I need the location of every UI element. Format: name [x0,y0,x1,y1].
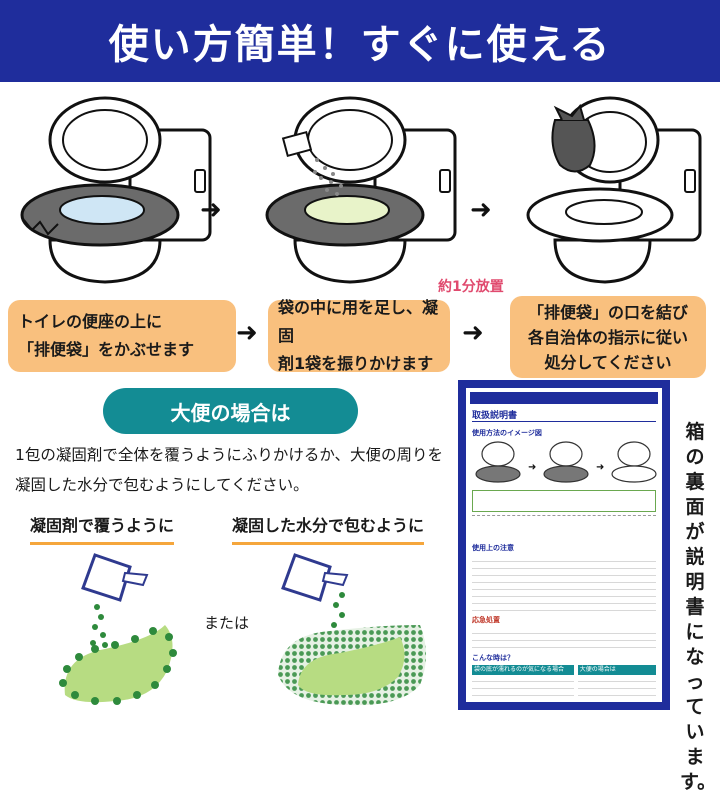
step-2-line-1: 袋の中に用を足し、凝固 [278,298,439,345]
manual-title: 取扱説明書 [472,408,656,422]
wrap-with-gel-illustration [278,553,426,706]
pour-coagulant-illustration [265,96,457,284]
manual-usage-heading: 使用方法のイメージ図 [472,429,542,437]
step-3-line-2: 各自治体の指示に従い [527,327,688,347]
svg-text:➜: ➜ [528,462,536,473]
svg-text:➜: ➜ [596,462,604,473]
manual-step-strip [472,490,656,512]
arrow-right-icon: ➜ [236,318,258,348]
wait-time-label: 約1分放置 [438,279,504,295]
or-label: または [204,614,250,632]
arrow-right-icon: ➜ [200,195,222,225]
manual-cautions-heading: 使用上の注意 [472,544,514,552]
step-1-box: トイレの便座の上に 「排便袋」をかぶせます [8,300,236,372]
manual-stool-heading: 大便の場合は [577,665,656,675]
box-back-note: 箱の裏面が説明書になっています。 [680,421,717,793]
step-3-line-1: 「排便袋」の口を結び [527,302,688,322]
step-3-box: 「排便袋」の口を結び 各自治体の指示に従い 処分してください [510,296,706,378]
tied-bag-clean-toilet-illustration [526,96,702,284]
step-1-line-2: 「排便袋」をかぶせます [18,340,195,359]
manual-faq-heading: こんな時は？ [472,654,514,662]
manual-cautions-text [472,555,656,611]
manual-stool-column: 大便の場合は [577,665,656,702]
stool-section-title: 大便の場合は [103,388,358,434]
manual-emergency-text [472,627,656,649]
option-cover-label: 凝固剤で覆うように [30,512,175,545]
title-banner: 使い方簡単！すぐに使える [0,0,720,82]
step-2-box: 袋の中に用を足し、凝固 剤1袋を振りかけます [268,298,450,373]
cover-with-coagulant-illustration [59,553,177,705]
arrow-right-icon: ➜ [462,318,484,348]
manual-notes-block [472,515,656,539]
instruction-manual-panel: 取扱説明書 使用方法のイメージ図 ➜ ➜ 使用上の注意 応急処置 こんな時は？ … [458,380,670,710]
manual-usage-thumbnails: ➜ ➜ [475,441,657,483]
toilet-with-bag-illustration [20,96,212,284]
manual-top-bar [470,392,658,404]
stool-instructions: 1包の凝固剤で全体を覆うようにふりかけるか、大便の周りを凝固した水分で包むように… [15,446,444,494]
step-3-line-3: 処分してください [544,352,672,372]
option-wrap-label: 凝固した水分で包むように [232,512,425,545]
manual-urine-column: 袋の底が濡れるのが気になる場合 [472,665,574,702]
step-1-line-1: トイレの便座の上に [18,312,163,331]
step-2-line-2: 剤1袋を振りかけます [278,354,434,373]
manual-urine-heading: 袋の底が濡れるのが気になる場合 [472,665,574,675]
arrow-right-icon: ➜ [470,195,492,225]
banner-title: 使い方簡単！すぐに使える [108,22,612,68]
manual-emergency-heading: 応急処置 [472,616,500,624]
